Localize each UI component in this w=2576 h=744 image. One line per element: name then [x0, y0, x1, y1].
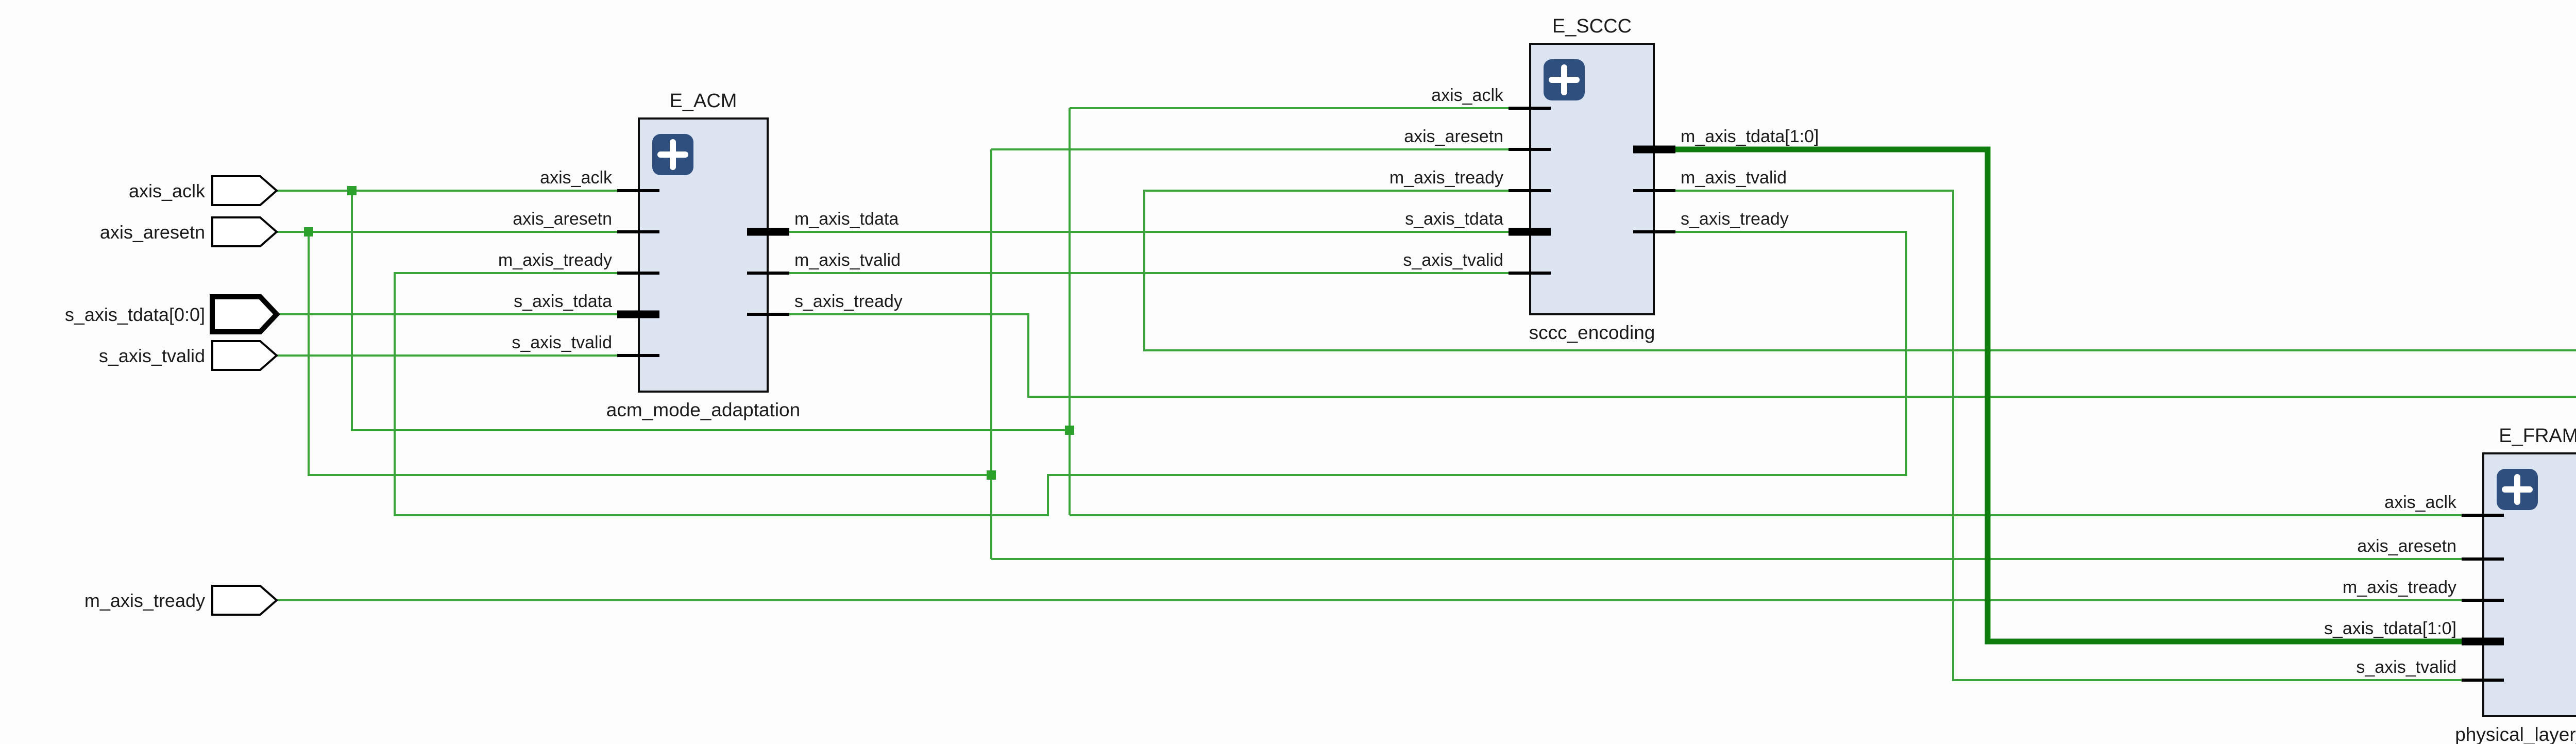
pin-label: s_axis_tvalid: [2356, 657, 2456, 677]
ip-block-acm_mode_adaptation: E_ACM acm_mode_adaptation axis_aclk axis_ar…: [498, 90, 903, 420]
pin-label: m_axis_tdata: [794, 209, 899, 229]
port-label: s_axis_tdata[0:0]: [65, 304, 205, 325]
pin-label: m_axis_tready: [498, 250, 612, 270]
port-label: s_axis_tvalid: [99, 345, 205, 366]
net-junction-dot: [347, 186, 357, 195]
expand-plus-icon[interactable]: [1544, 59, 1585, 100]
pin-label: axis_aclk: [1431, 86, 1504, 105]
expand-plus-icon[interactable]: [652, 134, 693, 175]
pin-label: m_axis_tvalid: [1681, 168, 1787, 188]
ip-block-sccc_encoding: E_SCCC sccc_encoding axis_aclk axis_aresetn…: [1389, 15, 1819, 343]
external-port-s_axis_tvalid: s_axis_tvalid: [99, 340, 279, 371]
port-label: m_axis_tready: [84, 590, 205, 611]
external-port-axis_aclk: axis_aclk: [129, 175, 279, 206]
pin-label: m_axis_tready: [2343, 578, 2456, 597]
pin-label: s_axis_tready: [1681, 209, 1789, 229]
external-port-m_axis_tready: m_axis_tready: [84, 585, 279, 616]
port-arrow-m_axis_tready[interactable]: [211, 585, 279, 616]
port-arrow-s_axis_tvalid[interactable]: [211, 340, 279, 371]
pin-label: axis_aresetn: [1404, 127, 1503, 146]
pin-label: m_axis_tvalid: [794, 250, 901, 270]
pin-label: m_axis_tdata[1:0]: [1681, 127, 1819, 146]
block-instance-name: sccc_encoding: [1529, 322, 1655, 343]
port-label: axis_aresetn: [100, 222, 205, 243]
net-sccc-tvalid-to-frame[interactable]: [1675, 190, 2462, 681]
pin-label: axis_aclk: [540, 168, 613, 188]
net-frame-tready-to-sccc[interactable]: [1143, 190, 2576, 641]
pin-label: m_axis_tready: [1389, 168, 1503, 188]
port-arrow-axis_aresetn[interactable]: [211, 216, 279, 247]
blocks-layer: E_ACM acm_mode_adaptation axis_aclk axis_ar…: [65, 15, 2576, 744]
port-arrow-axis_aclk[interactable]: [211, 175, 279, 206]
pin-label: s_axis_tdata: [1405, 209, 1503, 229]
block-instance-name: acm_mode_adaptation: [606, 399, 800, 420]
ip-block-physical_layer_frame: E_FRAME physical_layer_frame axis_aclkaxis…: [2324, 425, 2576, 744]
pin-label: s_axis_tdata[1:0]: [2324, 619, 2456, 638]
pin-label: axis_aclk: [2384, 493, 2457, 512]
bus-wires-layer: [304, 146, 2462, 645]
net-sccc-tdata-bus[interactable]: [1675, 146, 2462, 645]
net-axis_aresetn-branch[interactable]: [308, 232, 991, 476]
net-junction-dot: [987, 470, 996, 480]
wires-layer: [277, 107, 2576, 681]
net-sccc-tready-to-acm[interactable]: [394, 231, 1907, 516]
pin-label: axis_aresetn: [513, 209, 612, 229]
net-junction-dot: [304, 227, 313, 236]
block-title: E_SCCC: [1552, 15, 1632, 37]
pin-label: s_axis_tready: [794, 292, 903, 311]
net-axis_aclk-branch[interactable]: [351, 191, 1070, 431]
port-label: axis_aclk: [129, 180, 206, 201]
external-port-axis_aresetn: axis_aresetn: [100, 216, 279, 247]
port-arrow-s_axis_tdata[0:0][interactable]: [210, 294, 280, 334]
net-acm-tready-to-port[interactable]: [789, 313, 2576, 398]
expand-plus-icon[interactable]: [2497, 469, 2538, 510]
block-instance-name: physical_layer_frame: [2455, 724, 2576, 744]
pin-label: s_axis_tvalid: [512, 333, 612, 352]
pin-label: s_axis_tdata: [514, 292, 612, 311]
block-title: E_FRAME: [2499, 425, 2576, 447]
pin-label: s_axis_tvalid: [1403, 250, 1503, 270]
external-port-s_axis_tdata[0:0]: s_axis_tdata[0:0]: [65, 294, 280, 334]
block-title: E_ACM: [670, 90, 737, 112]
pin-label: axis_aresetn: [2357, 536, 2456, 556]
net-junction-dot: [1065, 426, 1074, 435]
